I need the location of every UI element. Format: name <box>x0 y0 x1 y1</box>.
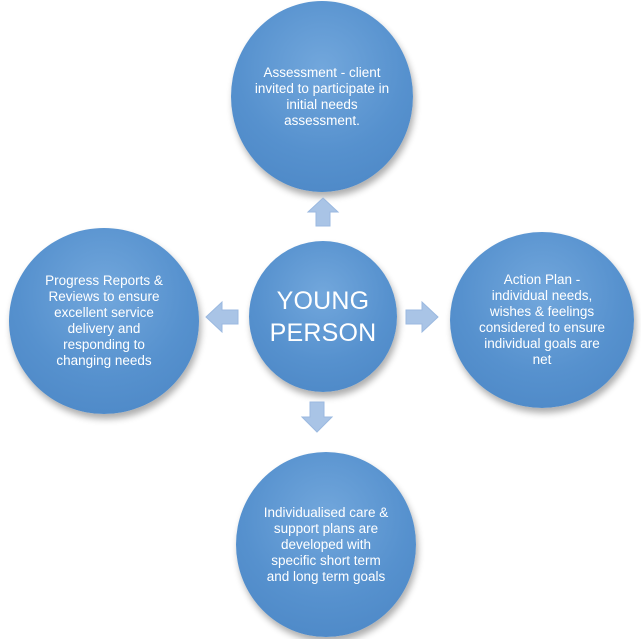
action-plan-node: Action Plan - individual needs, wishes &… <box>450 232 634 408</box>
young-person-node: YOUNG PERSON <box>249 241 397 392</box>
arrow-down-icon <box>300 400 334 434</box>
arrow-right-icon <box>404 300 440 334</box>
progress-reports-text: Progress Reports & Reviews to ensure exc… <box>45 273 163 368</box>
care-plans-node: Individualised care & support plans are … <box>236 452 416 637</box>
progress-reports-node: Progress Reports & Reviews to ensure exc… <box>9 228 199 414</box>
arrow-up-icon <box>306 196 340 228</box>
young-person-text: YOUNG PERSON <box>269 286 377 347</box>
assessment-text: Assessment - client invited to participa… <box>254 64 390 128</box>
action-plan-text: Action Plan - individual needs, wishes &… <box>478 272 606 367</box>
care-plans-text: Individualised care & support plans are … <box>263 504 389 584</box>
assessment-node: Assessment - client invited to participa… <box>231 1 413 192</box>
arrow-left-icon <box>204 300 240 334</box>
